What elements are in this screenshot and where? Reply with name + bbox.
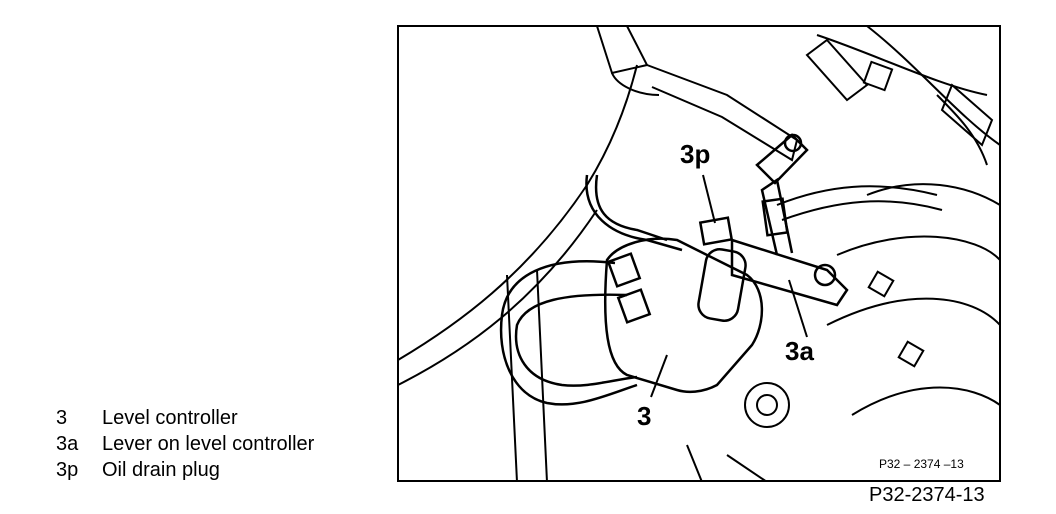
- legend: 3 Level controller 3a Lever on level con…: [56, 405, 314, 483]
- leader-3a: [788, 279, 808, 338]
- lever-assembly: [730, 133, 849, 307]
- inner-figure-code: P32 – 2374 –13: [879, 457, 964, 471]
- callout-leaders: [650, 174, 808, 398]
- figure-code: P32-2374-13: [869, 484, 985, 506]
- legend-item-3: 3 Level controller: [56, 405, 314, 431]
- legend-item-3a: 3a Lever on level controller: [56, 431, 314, 457]
- legend-text: Lever on level controller: [102, 433, 315, 455]
- legend-key: 3p: [56, 459, 79, 481]
- callout-3p: 3p: [680, 139, 710, 169]
- background-structure: [397, 25, 1001, 482]
- legend-key: 3: [56, 407, 68, 429]
- legend-item-3p: 3p Oil drain plug: [56, 457, 314, 483]
- leader-3: [650, 354, 668, 398]
- level-controller: [499, 174, 764, 406]
- technical-illustration: 3p 3a 3 P32 – 2374 –13: [397, 25, 1001, 482]
- figure-frame: [397, 25, 1001, 482]
- legend-key: 3a: [56, 433, 79, 455]
- legend-text: Level controller: [102, 407, 238, 429]
- illustration-canvas: 3p 3a 3 P32 – 2374 –13: [397, 25, 1001, 482]
- leader-3p: [702, 174, 716, 224]
- callout-3: 3: [637, 401, 651, 431]
- callout-3a: 3a: [785, 336, 814, 366]
- legend-text: Oil drain plug: [102, 459, 220, 481]
